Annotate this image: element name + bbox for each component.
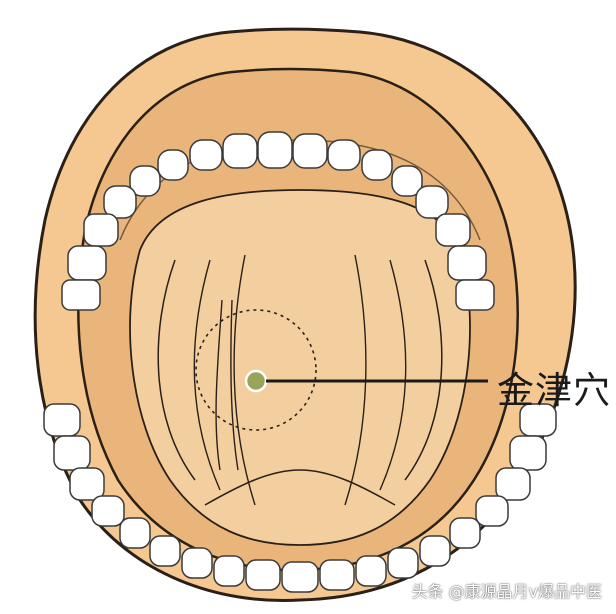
upper-tooth bbox=[83, 213, 119, 247]
upper-tooth bbox=[361, 149, 393, 181]
upper-tooth bbox=[257, 131, 293, 169]
lower-tooth bbox=[509, 435, 547, 471]
lower-tooth bbox=[149, 535, 181, 567]
lower-tooth bbox=[419, 535, 451, 567]
upper-tooth bbox=[455, 279, 495, 311]
acupoint-zone-circle bbox=[195, 309, 317, 431]
tongue-vein-right-2 bbox=[344, 254, 367, 506]
lower-tooth bbox=[91, 495, 125, 527]
green-dot-icon bbox=[244, 369, 268, 393]
lower-tooth bbox=[387, 547, 419, 579]
upper-tooth bbox=[103, 185, 137, 219]
lower-tooth bbox=[69, 467, 105, 501]
upper-tooth bbox=[391, 165, 423, 197]
lower-tooth bbox=[119, 517, 151, 549]
lower-teeth bbox=[43, 403, 557, 593]
lower-tooth bbox=[495, 467, 531, 501]
tongue-vein-left-1 bbox=[193, 259, 221, 491]
upper-tooth bbox=[435, 213, 471, 247]
upper-tooth bbox=[67, 245, 107, 281]
lower-tooth bbox=[475, 495, 509, 527]
tongue-fold-left bbox=[157, 259, 196, 481]
lower-tooth bbox=[319, 559, 355, 591]
frenulum-line-left bbox=[215, 299, 223, 471]
tongue-vein-right-1 bbox=[379, 259, 407, 491]
lower-tooth bbox=[355, 555, 387, 587]
lower-tooth bbox=[281, 561, 319, 593]
lower-tooth bbox=[53, 435, 91, 471]
lower-tooth bbox=[245, 559, 281, 591]
upper-tooth bbox=[447, 245, 487, 281]
lower-tooth bbox=[43, 403, 81, 437]
tongue bbox=[129, 189, 471, 546]
upper-teeth bbox=[61, 131, 495, 311]
upper-tooth bbox=[292, 133, 328, 169]
upper-tooth bbox=[222, 133, 258, 169]
watermark-text: 头条 @康源晶月v爆品中医 bbox=[411, 582, 602, 601]
tongue-vein-left-2 bbox=[233, 254, 256, 506]
lower-tooth bbox=[213, 555, 245, 587]
tongue-fold-right bbox=[404, 259, 443, 481]
upper-tooth bbox=[327, 139, 361, 171]
upper-tooth bbox=[129, 165, 161, 197]
upper-tooth bbox=[415, 185, 449, 219]
upper-tooth bbox=[61, 279, 101, 311]
upper-tooth bbox=[157, 149, 189, 181]
lower-tooth bbox=[181, 547, 213, 579]
lower-tooth bbox=[449, 517, 481, 549]
upper-tooth bbox=[189, 139, 223, 171]
tongue-base-ridge bbox=[204, 469, 396, 506]
acupoint-label: 金津穴 bbox=[497, 369, 611, 412]
frenulum-line-right bbox=[230, 299, 239, 471]
